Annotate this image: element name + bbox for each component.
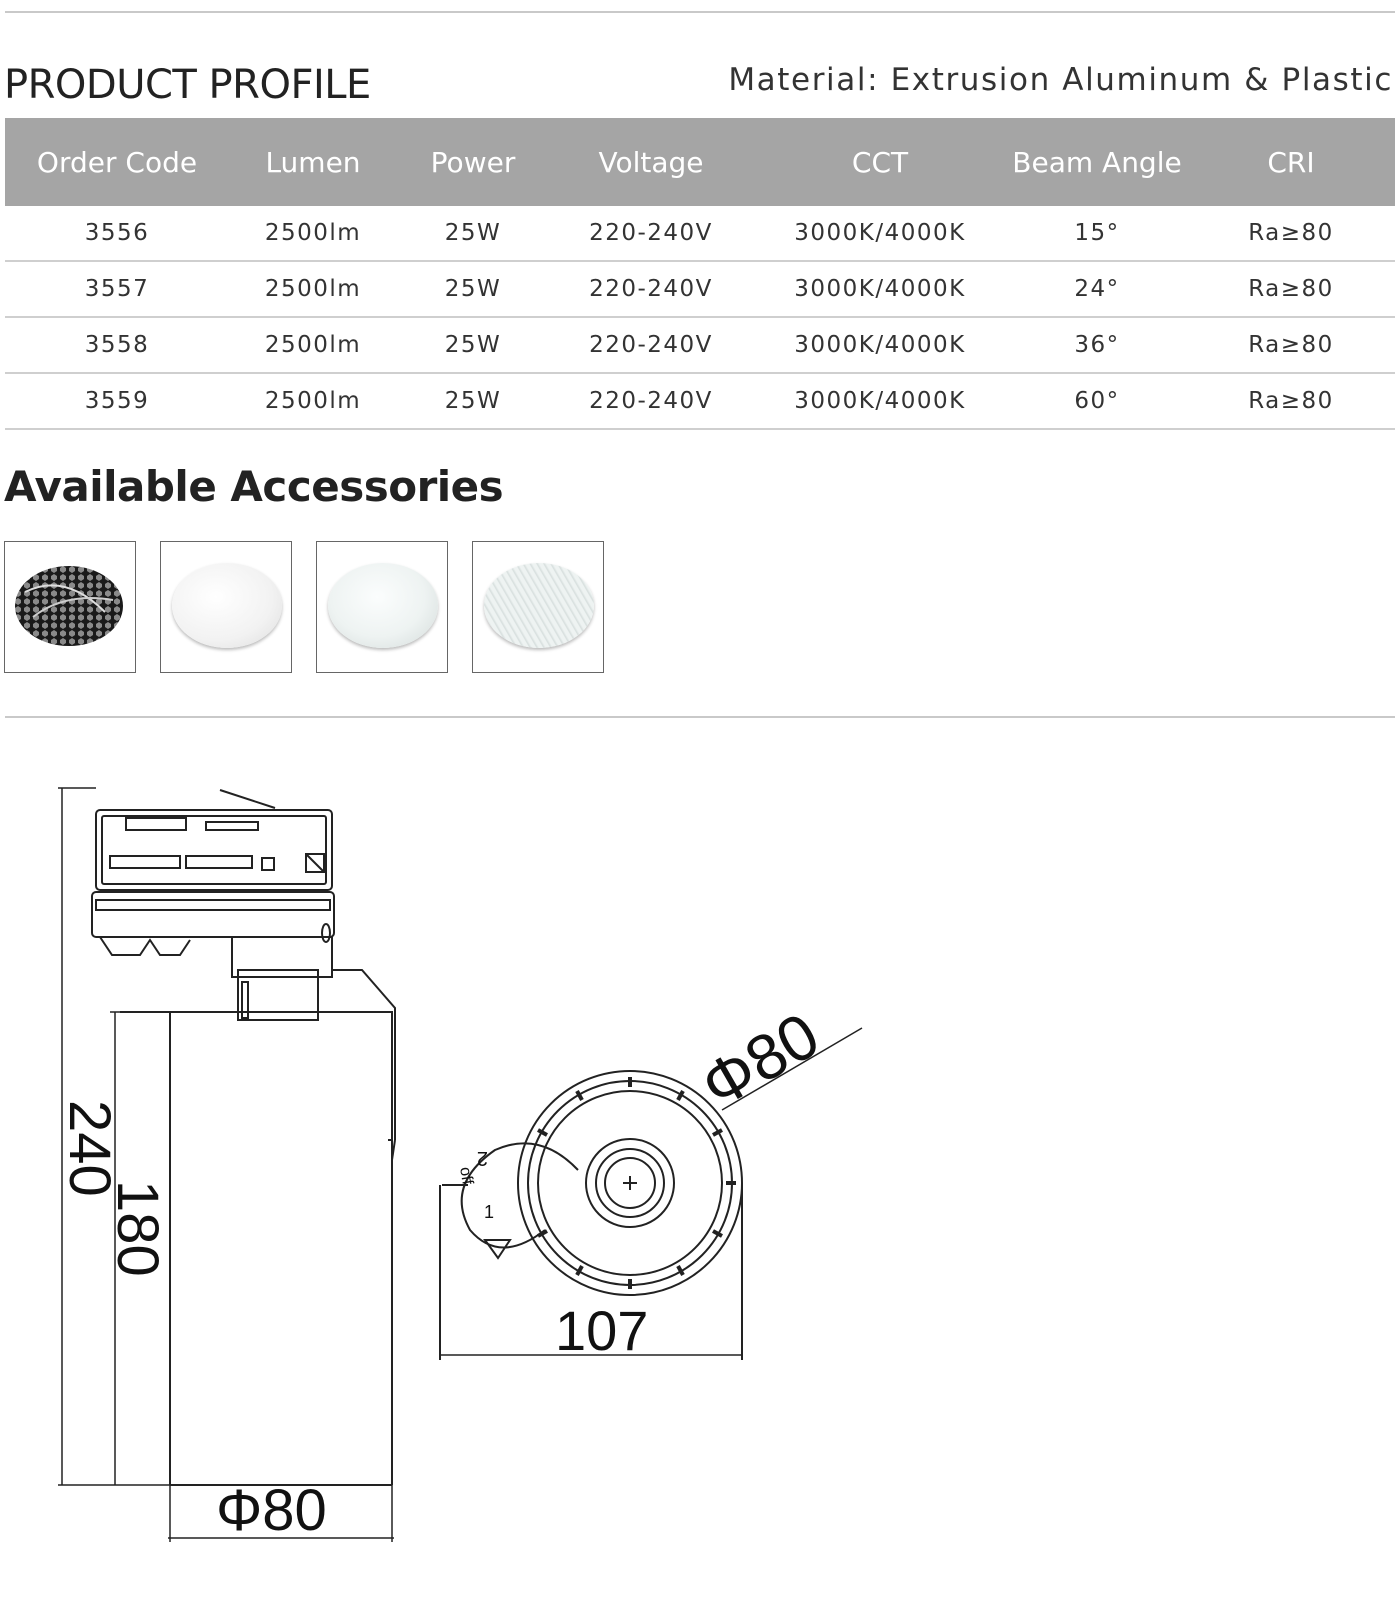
- product-spec-table: Order Code Lumen Power Voltage CCT Beam …: [5, 118, 1395, 430]
- technical-drawing: 240 180 Φ80 Φ80 107 2 off 1: [57, 787, 863, 1543]
- accessory-diffuser-lens: [316, 541, 448, 673]
- top-rule: [5, 11, 1395, 13]
- cell-lumen: 2500lm: [229, 317, 397, 374]
- table-row: 3558 2500lm 25W 220-240V 3000K/4000K 36°…: [5, 317, 1395, 374]
- linear-spread-lens-icon: [484, 563, 594, 648]
- accessory-linear-spread-lens: [472, 541, 604, 673]
- cell-order-code: 3557: [5, 261, 229, 318]
- page-title: PRODUCT PROFILE: [4, 62, 371, 108]
- cell-voltage: 220-240V: [549, 317, 753, 374]
- cell-lumen: 2500lm: [229, 206, 397, 262]
- track-adapter: [91, 789, 396, 1140]
- cell-beam-angle: 15°: [1007, 206, 1187, 262]
- column-header-beam-angle: Beam Angle: [1007, 118, 1187, 206]
- cell-voltage: 220-240V: [549, 206, 753, 262]
- cell-order-code: 3559: [5, 373, 229, 430]
- accessory-honeycomb-louver: [4, 541, 136, 673]
- switch-label-2: 2: [477, 1147, 488, 1169]
- switch-label-off: off: [456, 1166, 476, 1187]
- column-header-order-code: Order Code: [5, 118, 229, 206]
- cell-lumen: 2500lm: [229, 261, 397, 318]
- column-header-lumen: Lumen: [229, 118, 397, 206]
- cell-cri: Ra≥80: [1187, 373, 1395, 430]
- cell-power: 25W: [397, 317, 549, 374]
- column-header-cct: CCT: [753, 118, 1007, 206]
- cell-cct: 3000K/4000K: [753, 373, 1007, 430]
- cell-beam-angle: 36°: [1007, 317, 1187, 374]
- table-header-row: Order Code Lumen Power Voltage CCT Beam …: [5, 118, 1395, 206]
- cell-voltage: 220-240V: [549, 261, 753, 318]
- cell-order-code: 3558: [5, 317, 229, 374]
- cell-cct: 3000K/4000K: [753, 261, 1007, 318]
- dimension-height-total: 240: [57, 1100, 122, 1197]
- cell-voltage: 220-240V: [549, 373, 753, 430]
- cell-cri: Ra≥80: [1187, 206, 1395, 262]
- cell-power: 25W: [397, 261, 549, 318]
- section-rule: [5, 716, 1395, 718]
- cell-cct: 3000K/4000K: [753, 206, 1007, 262]
- cell-power: 25W: [397, 373, 549, 430]
- cell-order-code: 3556: [5, 206, 229, 262]
- cell-beam-angle: 60°: [1007, 373, 1187, 430]
- dimension-width: 107: [555, 1299, 648, 1362]
- accessory-frosted-lens: [160, 541, 292, 673]
- diffuser-lens-icon: [328, 563, 438, 648]
- dimension-height-body: 180: [105, 1180, 170, 1277]
- table-row: 3557 2500lm 25W 220-240V 3000K/4000K 24°…: [5, 261, 1395, 318]
- accessories-title: Available Accessories: [4, 462, 504, 511]
- column-header-power: Power: [397, 118, 549, 206]
- table-row: 3556 2500lm 25W 220-240V 3000K/4000K 15°…: [5, 206, 1395, 262]
- material-note: Material: Extrusion Aluminum & Plastic: [728, 62, 1393, 98]
- table-row: 3559 2500lm 25W 220-240V 3000K/4000K 60°…: [5, 373, 1395, 430]
- dimension-lines: [58, 787, 394, 1542]
- cell-cct: 3000K/4000K: [753, 317, 1007, 374]
- switch-label-1: 1: [484, 1202, 494, 1222]
- cell-lumen: 2500lm: [229, 373, 397, 430]
- cell-cri: Ra≥80: [1187, 317, 1395, 374]
- column-header-cri: CRI: [1187, 118, 1395, 206]
- cell-beam-angle: 24°: [1007, 261, 1187, 318]
- frosted-lens-icon: [172, 563, 282, 648]
- cell-power: 25W: [397, 206, 549, 262]
- cooling-fins: [537, 1077, 736, 1289]
- column-header-voltage: Voltage: [549, 118, 753, 206]
- honeycomb-louver-icon: [15, 566, 123, 646]
- cell-cri: Ra≥80: [1187, 261, 1395, 318]
- dimension-body-diameter: Φ80: [216, 1478, 327, 1543]
